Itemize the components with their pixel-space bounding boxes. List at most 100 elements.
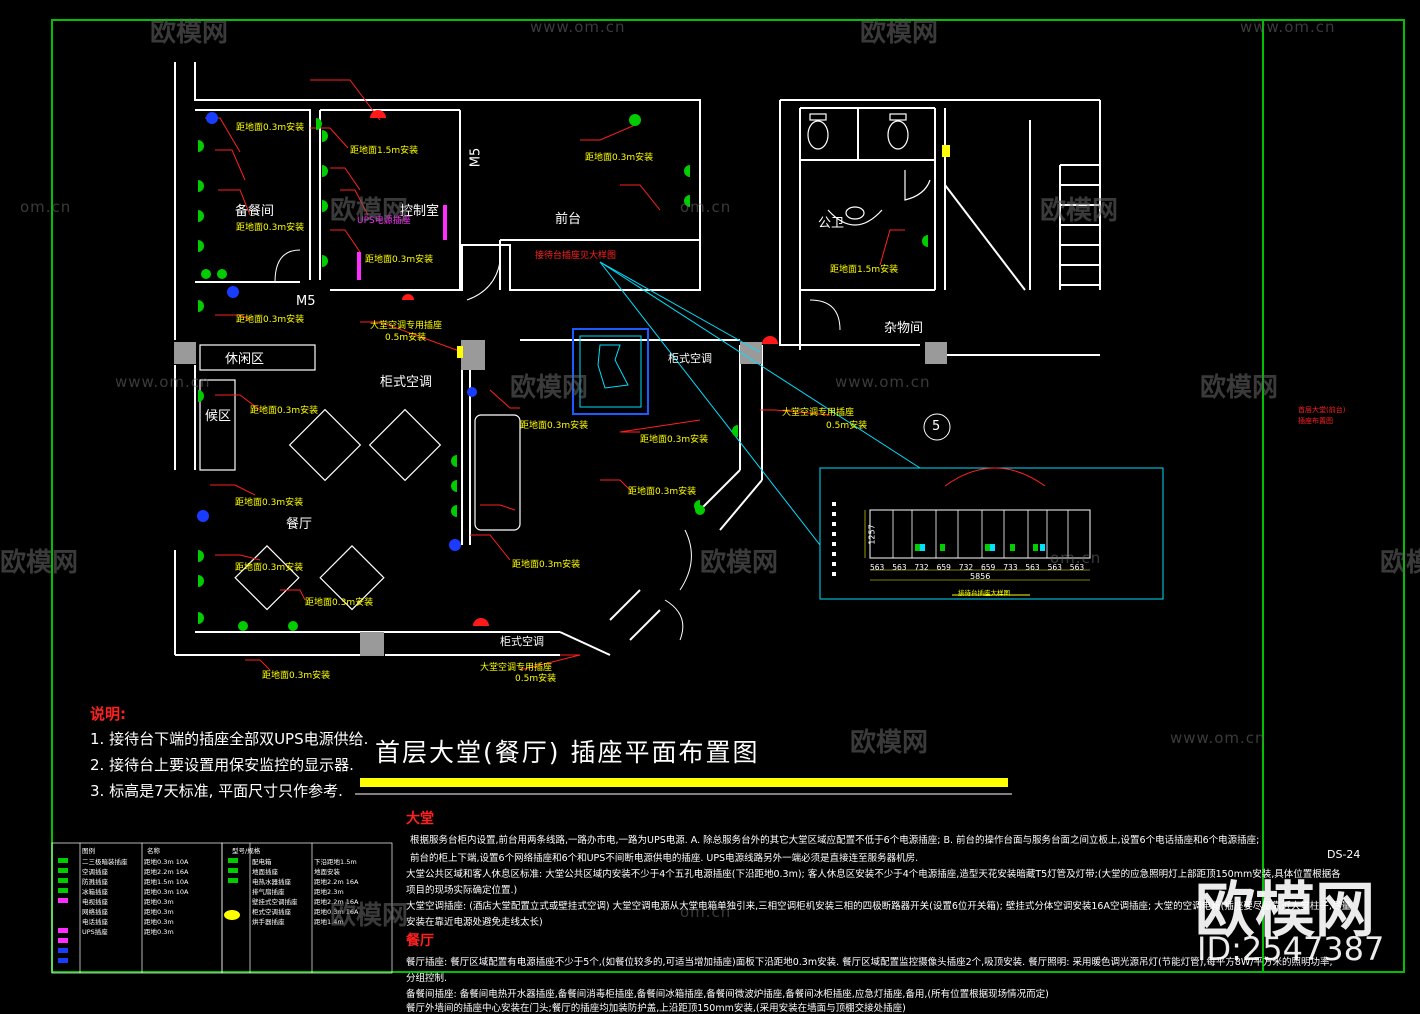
legend-item-spec: 距地0.3m 16A xyxy=(314,908,359,916)
dining-tables xyxy=(199,344,521,611)
legend-item-name: 电热水器插座 xyxy=(252,878,291,886)
annotation-socket-14: 距地面0.3m安装 xyxy=(305,598,374,608)
door-label-m5-b: M5 xyxy=(296,294,316,309)
restaurant-line-3: 备餐间插座: 备餐间电热开水器插座,备餐间消毒柜插座,备餐间冰箱插座,备餐间微波… xyxy=(406,989,1049,1000)
legend-item-spec: 距地2.2m 16A xyxy=(314,898,359,906)
legend-item-spec: 距地0.3m xyxy=(144,908,174,916)
brand-logo-text: 欧模网 xyxy=(1195,876,1375,946)
annotation-socket-3: 距地面1.5m安装 xyxy=(350,146,419,156)
legend-item-name: 柜式空调插座 xyxy=(252,908,291,916)
annotation-socket-2: 距地面0.3m安装 xyxy=(236,223,305,233)
detail-height-dim: 1257 xyxy=(867,524,877,545)
title-bar xyxy=(360,778,1008,787)
door-swings xyxy=(274,249,841,641)
legend-item-spec: 距地2.3m xyxy=(314,888,344,896)
note-1: 1. 接待台下端的插座全部双UPS电源供给. xyxy=(90,730,369,748)
room-label-restaurant: 餐厅 xyxy=(286,517,313,532)
section-title-lobby: 大堂 xyxy=(406,811,434,827)
legend-item-name: 排气扇插座 xyxy=(252,888,285,896)
legend-item-spec: 距地0.3m xyxy=(144,898,174,906)
lobby-line-2: 前台的柜上下端,设置6个网络插座和6个和UPS不间断电源供电的插座. UPS电源… xyxy=(410,853,919,864)
watermark-brand-6: 欧模网 xyxy=(1200,373,1279,403)
lobby-line-4: 项目的现场实际确定位置.) xyxy=(406,885,518,896)
annotation-socket-16: 距地面1.5m安装 xyxy=(830,265,899,275)
watermark-brand-9: 欧模网 xyxy=(1380,548,1420,578)
watermark-site-8: www.om.cn xyxy=(1170,729,1266,747)
legend-symbols-2 xyxy=(58,898,68,943)
watermark-brand-2: 欧模网 xyxy=(860,18,939,48)
detail-caption: 接待台插座大样图 xyxy=(958,589,1010,597)
legend-item-spec: 距地0.3m 10A xyxy=(144,858,189,866)
watermark-brand-7: 欧模网 xyxy=(0,548,79,578)
detail-dim-label: 659 xyxy=(936,563,951,572)
watermark-site-9: om.cn xyxy=(680,903,732,921)
legend-item-name: 电视插座 xyxy=(82,898,108,906)
reception-counter xyxy=(572,328,649,415)
legend-item-name: UPS插座 xyxy=(82,928,108,936)
notes-heading: 说明: xyxy=(90,705,126,723)
annotation-socket-8: 距地面0.3m安装 xyxy=(628,487,697,497)
annotation-socket-1: 距地面0.3m安装 xyxy=(236,123,305,133)
legend-item-name: 防溅插座 xyxy=(82,878,108,886)
columns xyxy=(174,340,947,656)
lobby-line-3: 大堂公共区域和客人休息区标准: 大堂公共区域内安装不少于4个五孔电源插座(下沿距… xyxy=(406,869,1341,880)
legend-header-name: 名称 xyxy=(147,847,160,855)
legend-item-spec: 距地0.3m xyxy=(144,918,174,926)
toilets xyxy=(807,113,931,226)
room-label-waiting: 候区 xyxy=(205,409,232,424)
annotation-ac-3: 大堂空调专用插座 xyxy=(480,663,553,673)
model-id: ID:2547387 xyxy=(1197,930,1385,968)
annotation-ac-height-3: 0.5m安装 xyxy=(515,674,557,684)
room-label-reception: 前台 xyxy=(555,212,582,227)
annotation-socket-12: 距地面0.3m安装 xyxy=(235,498,304,508)
annotation-socket-9: 距地面0.3m安装 xyxy=(512,560,581,570)
annotation-ac-height-1: 0.5m安装 xyxy=(385,333,427,343)
watermark-brand-10: 欧模网 xyxy=(850,728,929,758)
annotation-ac-1: 大堂空调专用插座 xyxy=(370,321,443,331)
legend-item-spec: 距地1.4m xyxy=(314,918,344,926)
restaurant-line-4: 餐厅外墙间的插座中心安装在门头;餐厅的插座均加装防护盖,上沿距顶150mm安装,… xyxy=(406,1003,906,1014)
side-label-2: 插座布置图 xyxy=(1298,417,1333,425)
room-label-lounge: 休闲区 xyxy=(225,352,265,367)
detail-dim-label: 563 xyxy=(1025,563,1040,572)
drawing-frame xyxy=(51,19,1405,973)
detail-dim-label: 732 xyxy=(958,563,974,572)
legend-item-name: 网络插座 xyxy=(82,908,108,916)
annotation-socket-5: 距地面0.3m安装 xyxy=(585,153,654,163)
detail-dim-label: 733 xyxy=(1003,563,1018,572)
room-label-toilet: 公卫 xyxy=(818,216,845,231)
watermark-brand-4: 欧模网 xyxy=(1040,196,1119,226)
detail-dim-label: 563 xyxy=(870,563,885,572)
section-title-restaurant: 餐厅 xyxy=(406,933,434,949)
annotation-leaders xyxy=(205,79,905,671)
legend-item-name: 壁挂式空调插座 xyxy=(252,898,298,906)
legend-symbols-3 xyxy=(224,910,240,920)
sheet-number: DS-24 xyxy=(1327,848,1361,861)
watermark-brand-5: 欧模网 xyxy=(510,373,589,403)
annotation-ac-height-2: 0.5m安装 xyxy=(826,421,868,431)
legend-item-spec: 地面安装 xyxy=(314,868,340,876)
drawing-title: 首层大堂(餐厅) 插座平面布置图 xyxy=(375,738,760,767)
annotation-socket-6: 距地面0.3m安装 xyxy=(520,421,589,431)
lobby-line-6: 安装在靠近电源处避免走线太长) xyxy=(406,917,543,928)
walls xyxy=(174,62,1101,656)
legend-item-name: 冰箱插座 xyxy=(82,888,108,896)
legend-header-symbol: 图例 xyxy=(82,847,95,855)
legend-header-spec: 型号/规格 xyxy=(232,847,261,855)
detail-total-dim: 5856 xyxy=(970,572,991,581)
annotation-socket-7: 距地面0.3m安装 xyxy=(640,435,709,445)
watermark-site-7: om.cn xyxy=(1050,549,1102,567)
legend-item-name: 烘手器插座 xyxy=(252,918,285,926)
detail-callout-label: 接待台插座见大样图 xyxy=(535,251,617,261)
legend-item-name: 二三极暗装插座 xyxy=(82,858,128,866)
legend-item-name: 电话插座 xyxy=(82,918,108,926)
lobby-line-1: 根据服务台柜内设置,前台用两条线路,一路办市电,一路为UPS电源. A. 除总服… xyxy=(410,835,1260,846)
legend-symbols xyxy=(58,858,238,893)
grid-bubble-label: 5 xyxy=(932,419,941,434)
side-label-1: 首层大堂(前台) xyxy=(1298,406,1346,414)
socket-symbols xyxy=(197,110,950,631)
room-label-control: 控制室 xyxy=(400,204,440,219)
watermark-site-3: om.cn xyxy=(20,198,72,216)
ac-label-2: 柜式空调 xyxy=(668,352,712,365)
